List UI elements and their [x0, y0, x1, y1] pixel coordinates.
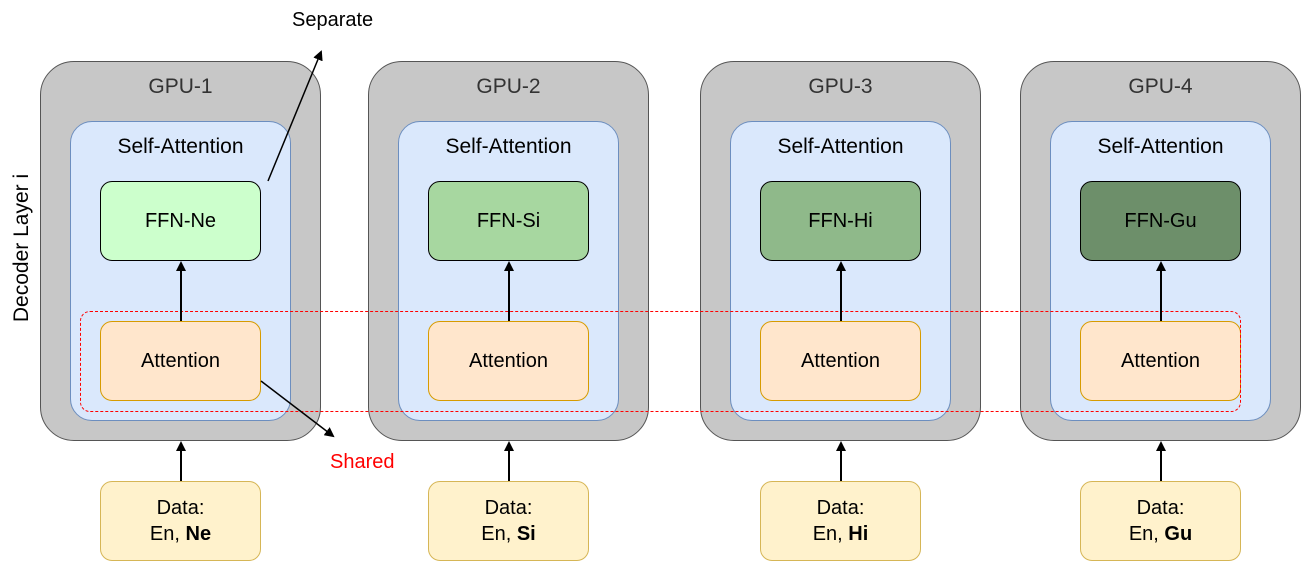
- shared-annotation-arrow: [260, 380, 335, 438]
- gpu-2-data-source: En,: [481, 523, 517, 545]
- gpu-2-data-title: Data:: [484, 497, 533, 519]
- gpu-1-label: GPU-1: [148, 75, 213, 98]
- gpu-4-data-source: En,: [1128, 523, 1165, 545]
- gpu-3-ffn-block: FFN-Hi: [760, 181, 921, 261]
- gpu-1-data-source: En,: [149, 523, 186, 545]
- gpu-4-data-target: Gu: [1164, 523, 1193, 545]
- gpu-4-attention-block: Attention: [1080, 321, 1241, 401]
- gpu-3-data-title: Data:: [816, 497, 865, 519]
- gpu-2-self-attention-label: Self-Attention: [445, 135, 572, 158]
- gpu-1-ffn-block: FFN-Ne: [100, 181, 261, 261]
- gpu-2-label: GPU-2: [476, 75, 541, 98]
- gpu-3-label: GPU-3: [808, 75, 873, 98]
- gpu-4-data-title: Data:: [1136, 497, 1185, 519]
- separate-label: Separate: [292, 9, 374, 31]
- gpu-3-attention-block: Attention: [760, 321, 921, 401]
- gpu-1-data-title: Data:: [156, 497, 205, 519]
- gpu-3-data-target: Hi: [848, 523, 869, 545]
- gpu-3-self-attention-label: Self-Attention: [777, 135, 904, 158]
- gpu-3-data-source: En,: [812, 523, 849, 545]
- shared-attention-region: [80, 311, 1241, 412]
- gpu-3-data-block: Data: En, Hi: [760, 481, 921, 561]
- gpu-2-data-block: Data: En, Si: [428, 481, 589, 561]
- gpu-4-label: GPU-4: [1128, 75, 1193, 98]
- gpu-2-data-target: Si: [516, 523, 536, 545]
- gpu-1-self-attention-label: Self-Attention: [117, 135, 244, 158]
- gpu-2-attention-block: Attention: [428, 321, 589, 401]
- gpu-4-data-block: Data: En, Gu: [1080, 481, 1241, 561]
- gpu-1-data-target: Ne: [185, 523, 212, 545]
- gpu-4-ffn-block: FFN-Gu: [1080, 181, 1241, 261]
- separate-annotation-arrow: [267, 50, 323, 182]
- gpu-2-ffn-block: FFN-Si: [428, 181, 589, 261]
- gpu-1-data-block: Data: En, Ne: [100, 481, 261, 561]
- gpu-1-attention-block: Attention: [100, 321, 261, 401]
- shared-label: Shared: [330, 451, 395, 473]
- gpu-4-self-attention-label: Self-Attention: [1097, 135, 1224, 158]
